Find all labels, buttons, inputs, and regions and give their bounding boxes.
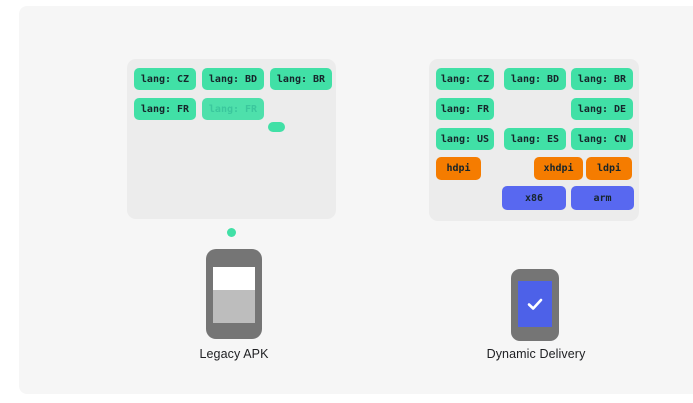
lang-chip-fr: lang: FR xyxy=(134,98,196,120)
lang-chip-fr: lang: FR xyxy=(436,98,494,120)
lang-chip-bd: lang: BD xyxy=(504,68,566,90)
lang-chip-cn: lang: CN xyxy=(571,128,633,150)
lang-chip-us: lang: US xyxy=(436,128,494,150)
dpi-chip-ldpi: ldpi xyxy=(586,157,632,180)
dpi-chip-hdpi: hdpi xyxy=(436,157,481,180)
abi-chip-x86: x86 xyxy=(502,186,566,210)
lang-chip-bd: lang: BD xyxy=(202,68,264,90)
lang-chip-br: lang: BR xyxy=(571,68,633,90)
check-icon xyxy=(527,298,543,310)
legacy-apk-label: Legacy APK xyxy=(199,347,269,361)
lang-chip-cz: lang: CZ xyxy=(134,68,196,90)
lang-chip-es: lang: ES xyxy=(504,128,566,150)
lang-chip-fr-ghost: lang: FR xyxy=(202,98,264,120)
legacy-phone-storage-fill xyxy=(213,290,255,323)
slide-background: lang: CZ lang: BD lang: BR lang: FR lang… xyxy=(19,6,693,394)
legacy-phone-screen xyxy=(213,267,255,323)
lang-chip-br: lang: BR xyxy=(270,68,332,90)
dpi-chip-xhdpi: xhdpi xyxy=(534,157,583,180)
dynamic-phone-screen xyxy=(518,281,552,327)
dynamic-delivery-panel: lang: CZ lang: BD lang: BR lang: FR lang… xyxy=(429,59,639,221)
falling-chip-dot xyxy=(227,228,236,237)
dynamic-phone-icon xyxy=(511,269,559,341)
abi-chip-arm: arm xyxy=(571,186,634,210)
lang-chip-cz: lang: CZ xyxy=(436,68,494,90)
legacy-apk-panel: lang: CZ lang: BD lang: BR lang: FR lang… xyxy=(127,59,336,219)
dynamic-delivery-label: Dynamic Delivery xyxy=(486,347,586,361)
shrinking-chip-pill xyxy=(268,122,285,132)
lang-chip-de: lang: DE xyxy=(571,98,633,120)
legacy-phone-icon xyxy=(206,249,262,339)
